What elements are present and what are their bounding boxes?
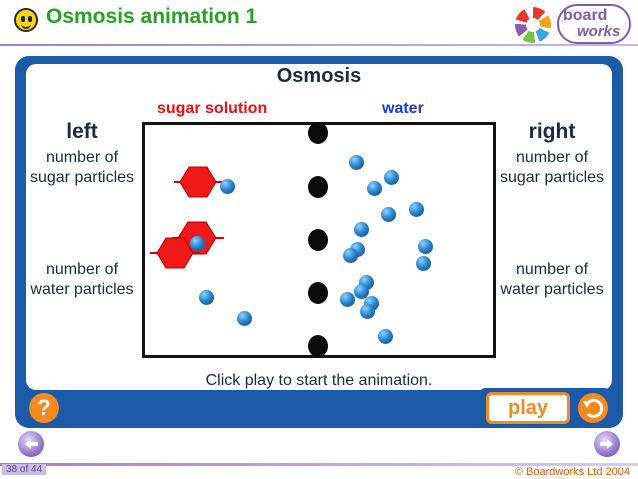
water-particle [349, 155, 364, 170]
sugar-molecule [174, 166, 224, 198]
water-particle [384, 170, 399, 185]
animation-title: Osmosis [276, 65, 362, 87]
instruction-text: Click play to start the animation. [205, 372, 433, 389]
header-divider [0, 44, 638, 46]
smiley-icon [14, 8, 38, 32]
right-water-count-label: number of water particles [500, 261, 604, 298]
slide-title: Osmosis animation 1 [46, 5, 258, 28]
membrane-pore [308, 229, 328, 251]
sugar-solution-label: sugar solution [157, 100, 268, 117]
membrane-pore [308, 282, 328, 304]
previous-slide-button[interactable] [18, 431, 44, 457]
water-particle [409, 202, 424, 217]
water-particle [343, 248, 358, 263]
slide-header: Osmosis animation 1 board works [0, 0, 638, 46]
footer-divider [0, 463, 638, 466]
logo-sun-icon [515, 7, 551, 43]
water-particle [354, 284, 369, 299]
water-particle [381, 207, 396, 222]
water-particle [378, 329, 393, 344]
water-particle [418, 239, 433, 254]
next-slide-button[interactable] [594, 431, 620, 457]
membrane-pore [308, 335, 328, 357]
arrow-right-icon [600, 439, 613, 449]
water-particle [340, 292, 355, 307]
water-label: water [382, 100, 424, 117]
arrow-left-icon [25, 439, 38, 449]
membrane-pore [308, 176, 328, 198]
right-sugar-count-label: number of sugar particles [499, 149, 605, 186]
right-heading: right [528, 120, 576, 143]
water-particle [367, 181, 382, 196]
water-particle [360, 304, 375, 319]
left-heading: left [66, 120, 98, 143]
boardworks-logo: board works [515, 3, 633, 47]
water-particle [220, 179, 235, 194]
water-particle [416, 256, 431, 271]
copyright-text: © Boardworks Ltd 2004 [514, 466, 630, 478]
sugar-molecule [150, 237, 200, 269]
help-button[interactable]: ? [29, 393, 59, 423]
reset-button[interactable] [578, 393, 608, 423]
logo-text-works: works [577, 23, 621, 40]
left-water-count-label: number of water particles [30, 261, 134, 298]
water-particle [199, 290, 214, 305]
water-particle [354, 222, 369, 237]
slide-number: 38 of 44 [2, 464, 47, 475]
logo-text-board: board [563, 7, 608, 24]
left-sugar-count-label: number of sugar particles [29, 149, 135, 186]
membrane-pore [308, 122, 328, 144]
water-particle [190, 236, 205, 251]
play-button[interactable]: play [486, 392, 570, 424]
reset-icon [583, 398, 604, 418]
water-particle [237, 311, 252, 326]
